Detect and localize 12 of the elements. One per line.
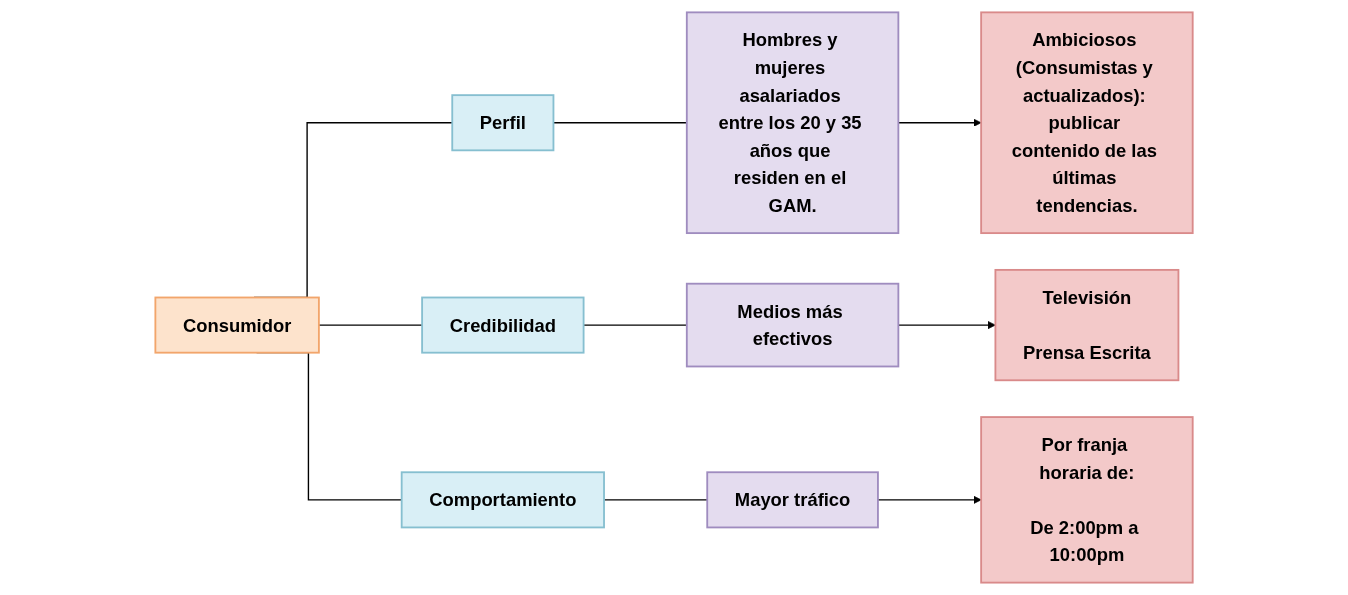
node-box: Mayor tráfico: [706, 471, 879, 529]
node-box: Televisión Prensa Escrita: [994, 268, 1180, 382]
node-box: Medios más efectivos: [685, 282, 900, 368]
node-box: Credibilidad: [421, 296, 585, 354]
connector: [318, 324, 423, 326]
arrow: [877, 495, 982, 504]
node-box: Ambiciosos (Consumistas y actualizados): publicar contenido de las últimas tendencias.: [980, 11, 1194, 235]
node-box: Hombres y mujeres asalariados entre los 20 y 35 años que residen en el GAM.: [685, 11, 900, 235]
node-box: Consumidor: [154, 296, 320, 354]
node-box: Por franja horaria de: De 2:00pm a 10:00pm: [980, 416, 1194, 584]
node-box: Comportamiento: [400, 471, 605, 529]
node-box: Perfil: [451, 94, 555, 152]
